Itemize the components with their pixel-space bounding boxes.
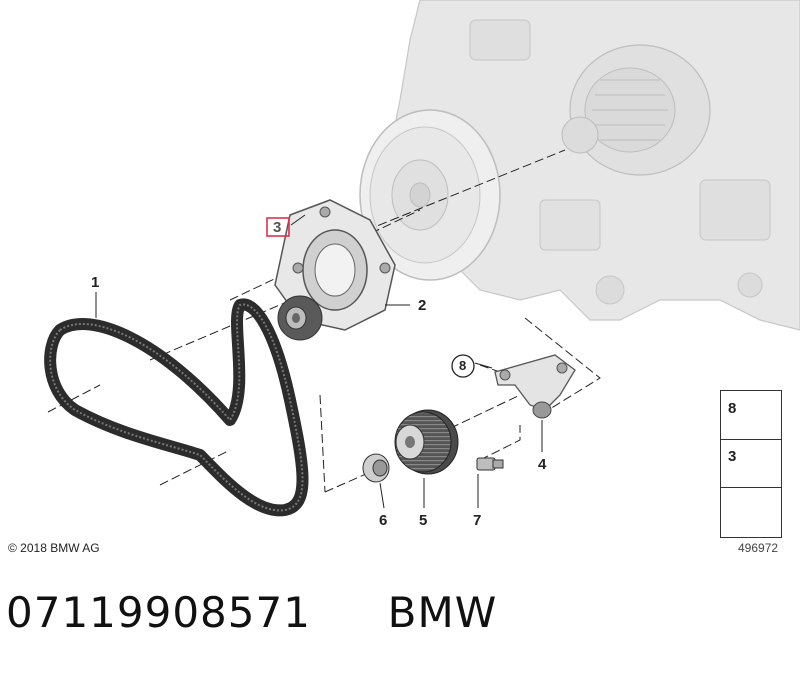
callout-7: 7 (473, 512, 482, 529)
legend-number: 3 (728, 448, 737, 465)
legend-row-3: 3 (721, 439, 781, 488)
callout-5: 5 (419, 512, 428, 529)
bolt-part-7 (476, 457, 504, 471)
callout-1: 1 (91, 274, 100, 291)
callout-3-highlight (266, 217, 290, 237)
legend-number: 8 (728, 400, 737, 417)
callout-6: 6 (379, 512, 388, 529)
brand-name: BMW (387, 588, 498, 637)
belt-part-1 (44, 298, 309, 517)
diagram-number: 496972 (738, 541, 779, 555)
part-number-line: 07119908571 BMW (6, 588, 497, 637)
part-number: 07119908571 (6, 588, 311, 637)
callout-leaders (95, 214, 543, 509)
callout-8-circle (451, 354, 475, 378)
callout-2: 2 (418, 297, 427, 314)
legend-row-8: 8 (721, 391, 781, 440)
legend-row-arrow (721, 487, 781, 535)
callout-4: 4 (538, 456, 547, 473)
callout-8: 8 (459, 358, 467, 373)
pulley-part-5 (394, 409, 459, 475)
hardware-legend: 8 3 (720, 390, 782, 538)
copyright-text: © 2018 BMW AG (8, 541, 100, 555)
tensioner-part-2 (274, 199, 396, 341)
cap-part-6 (362, 453, 390, 483)
callout-3: 3 (273, 219, 282, 236)
engine-block (359, 0, 800, 331)
bracket-part-4 (494, 354, 576, 419)
